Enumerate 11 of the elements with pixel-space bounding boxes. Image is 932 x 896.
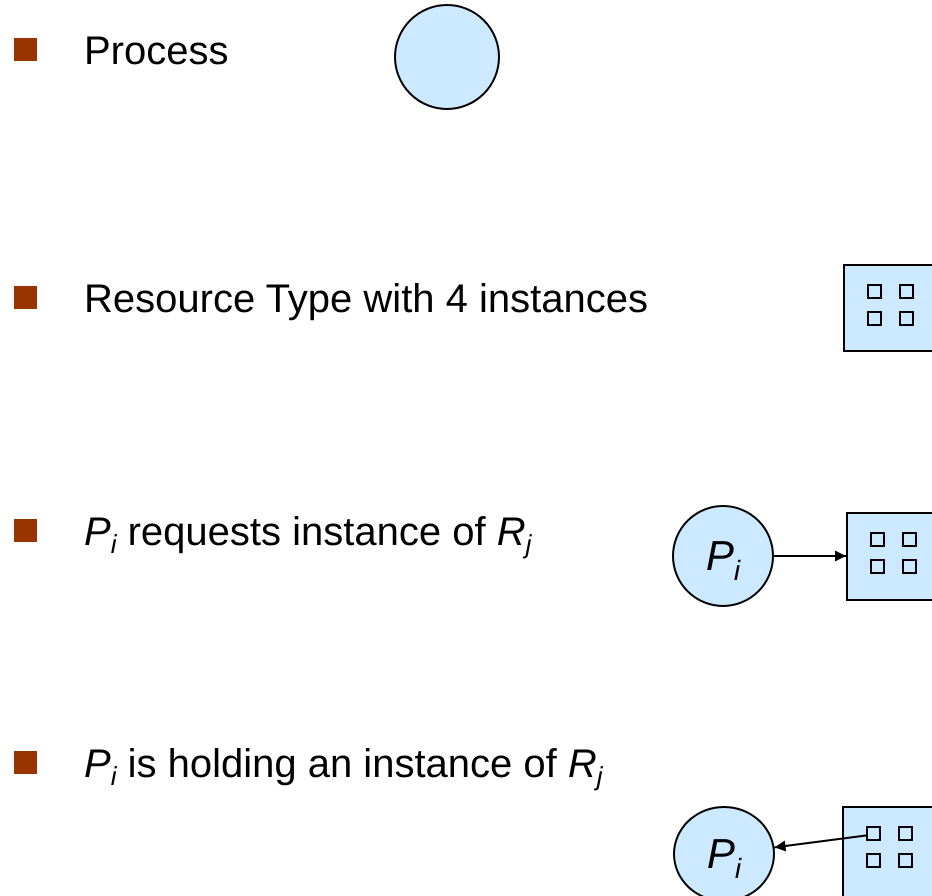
instance-square	[866, 853, 881, 868]
instance-square	[866, 826, 881, 841]
label-text: Resource Type with 4 instances	[84, 276, 648, 322]
arrow	[774, 550, 846, 562]
resource-box	[842, 806, 932, 896]
resource-box	[846, 512, 932, 601]
resource-box	[843, 264, 932, 352]
instance-square	[898, 853, 913, 868]
label-text: Process	[84, 28, 228, 74]
arrow	[774, 834, 866, 852]
instance-square	[898, 826, 913, 841]
